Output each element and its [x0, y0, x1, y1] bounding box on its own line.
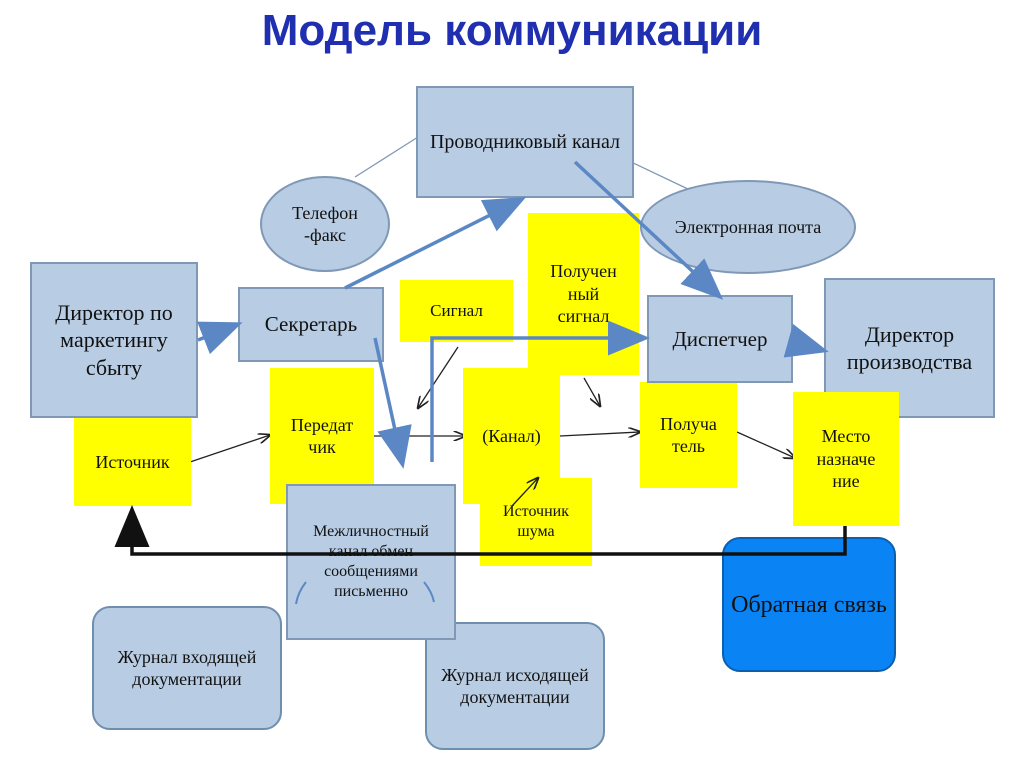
node-incoming-log: Журнал входящей документации — [92, 606, 282, 730]
node-signal: Сигнал — [400, 280, 513, 342]
node-source: Источник — [74, 418, 191, 506]
node-conductor-channel: Проводниковый канал — [416, 86, 634, 198]
node-marketing-director: Директор по маркетингу сбыту — [30, 262, 198, 418]
node-transmitter: Передат чик — [270, 368, 374, 504]
arrow-channel-receiver — [559, 432, 640, 436]
node-dispatcher: Диспетчер — [647, 295, 793, 383]
arrow-dispatcher-production — [783, 323, 829, 358]
arrow-received-receiver — [583, 377, 600, 406]
node-email: Электронная почта — [640, 180, 856, 274]
node-receiver: Получа тель — [640, 382, 737, 488]
page-title: Модель коммуникации — [261, 6, 763, 55]
node-feedback: Обратная связь — [722, 537, 896, 672]
arrow-source-transmitter — [189, 435, 270, 463]
node-phone-fax: Телефон -факс — [260, 176, 390, 272]
node-interpersonal-channel: Межличностный канал обмен сообщениями пи… — [286, 484, 456, 640]
line-conductor-phone — [354, 136, 419, 178]
arrow-receiver-destination — [736, 431, 795, 458]
node-received-signal: Получен ный сигнал — [528, 213, 639, 375]
node-noise-source: Источник шума — [480, 478, 592, 566]
node-destination: Место назначе ние — [793, 392, 899, 526]
node-outgoing-log: Журнал исходящей документации — [425, 622, 605, 750]
node-secretary: Секретарь — [238, 287, 384, 362]
arrow-signal-transmitter — [418, 346, 459, 408]
arrow-director-secretary — [197, 321, 243, 355]
